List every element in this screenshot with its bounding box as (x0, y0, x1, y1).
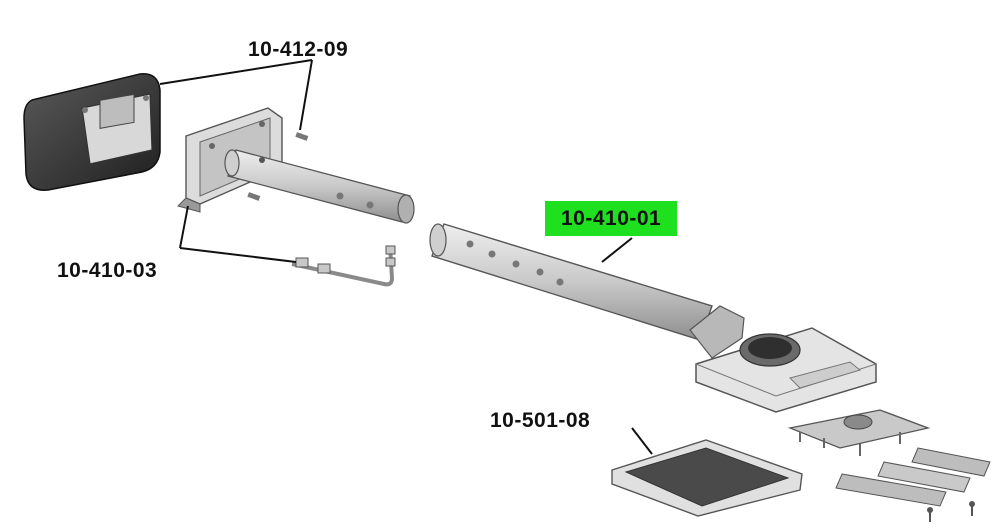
leader-lines (159, 59, 653, 455)
part-label-10-410-03: 10-410-03 (57, 259, 158, 282)
u-bolt-clamp (291, 245, 396, 287)
part-label-10-501-08: 10-501-08 (490, 409, 591, 432)
part-label-10-412-09: 10-412-09 (248, 38, 349, 61)
dark-housing-box (23, 73, 161, 191)
leader-10-501-08 (631, 427, 653, 455)
part-label-10-410-01-highlighted: 10-410-01 (545, 201, 678, 236)
screw-icons (247, 132, 309, 201)
long-arm-pipe (429, 223, 745, 359)
short-pipe (224, 149, 415, 224)
lens-cover (611, 439, 803, 517)
bracket-strips (835, 447, 991, 522)
leader-10-412-09-screw (299, 59, 313, 131)
leader-10-412-09-box (159, 59, 313, 85)
leader-10-410-03-plate (179, 205, 189, 249)
leader-10-410-01 (601, 237, 633, 263)
leader-10-410-03-clamp (179, 247, 297, 263)
led-board (787, 409, 931, 456)
light-head-housing (695, 327, 877, 413)
